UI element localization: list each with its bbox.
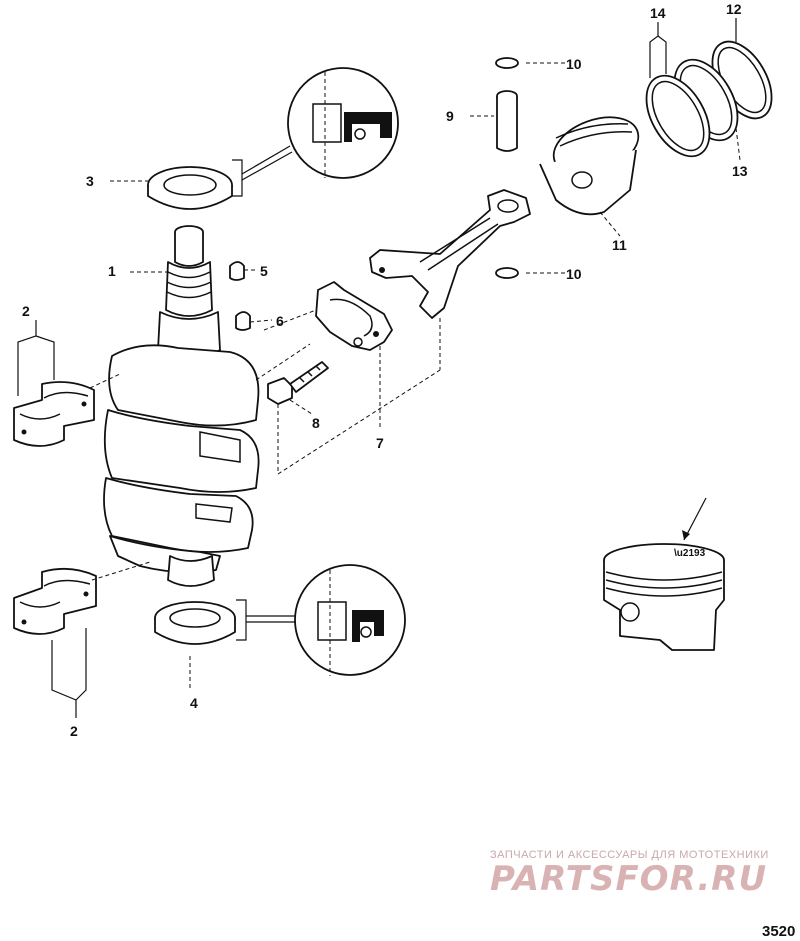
callout-2-lower: 2 bbox=[70, 723, 78, 739]
callout-10-bottom: 10 bbox=[566, 266, 582, 282]
pin-retainer-clip-top bbox=[495, 57, 519, 69]
callout-8: 8 bbox=[312, 415, 320, 431]
callout-3: 3 bbox=[86, 173, 94, 189]
callout-6: 6 bbox=[276, 313, 284, 329]
callout-10-top: 10 bbox=[566, 56, 582, 72]
piston-orientation-detail: \u2193 bbox=[603, 497, 725, 651]
oil-seal-lower bbox=[154, 601, 236, 645]
piston-pin bbox=[496, 90, 518, 152]
watermark: ЗАПЧАСТИ И АКСЕССУАРЫ ДЛЯ МОТОТЕХНИКИ PA… bbox=[490, 849, 769, 899]
oil-seal-upper bbox=[147, 166, 233, 210]
rod-bolt bbox=[267, 361, 329, 405]
callout-12: 12 bbox=[726, 1, 742, 17]
connecting-rod bbox=[369, 189, 531, 319]
callout-5: 5 bbox=[260, 263, 268, 279]
pin-retainer-clip-bottom bbox=[495, 267, 519, 279]
callout-13: 13 bbox=[732, 163, 748, 179]
callout-9: 9 bbox=[446, 108, 454, 124]
svg-text:\u2193: \u2193 bbox=[674, 548, 706, 559]
callout-11: 11 bbox=[612, 237, 627, 253]
callout-1: 1 bbox=[108, 263, 116, 279]
callout-7: 7 bbox=[376, 435, 384, 451]
piston bbox=[539, 116, 640, 216]
callout-4: 4 bbox=[190, 695, 198, 711]
callout-2-upper: 2 bbox=[22, 303, 30, 319]
seal-detail-upper bbox=[232, 67, 399, 197]
connecting-rod-cap bbox=[315, 281, 393, 351]
main-bearing-lower bbox=[13, 567, 97, 635]
woodruff-key-upper bbox=[229, 261, 245, 281]
piston-rings bbox=[645, 40, 773, 158]
woodruff-key-lower bbox=[235, 311, 251, 331]
callout-labels: 1 2 2 3 4 5 6 7 8 9 10 10 11 12 13 14 bbox=[22, 1, 748, 739]
seal-detail-lower bbox=[236, 564, 406, 676]
figure-number: 3520 bbox=[762, 923, 795, 940]
watermark-logo: PARTSFOR.RU bbox=[490, 859, 767, 899]
watermark-caption: ЗАПЧАСТИ И АКСЕССУАРЫ ДЛЯ МОТОТЕХНИКИ bbox=[490, 849, 769, 861]
crankshaft bbox=[103, 225, 260, 587]
leader-lines bbox=[17, 18, 741, 718]
callout-14: 14 bbox=[650, 5, 666, 21]
main-bearing-upper bbox=[13, 381, 95, 447]
